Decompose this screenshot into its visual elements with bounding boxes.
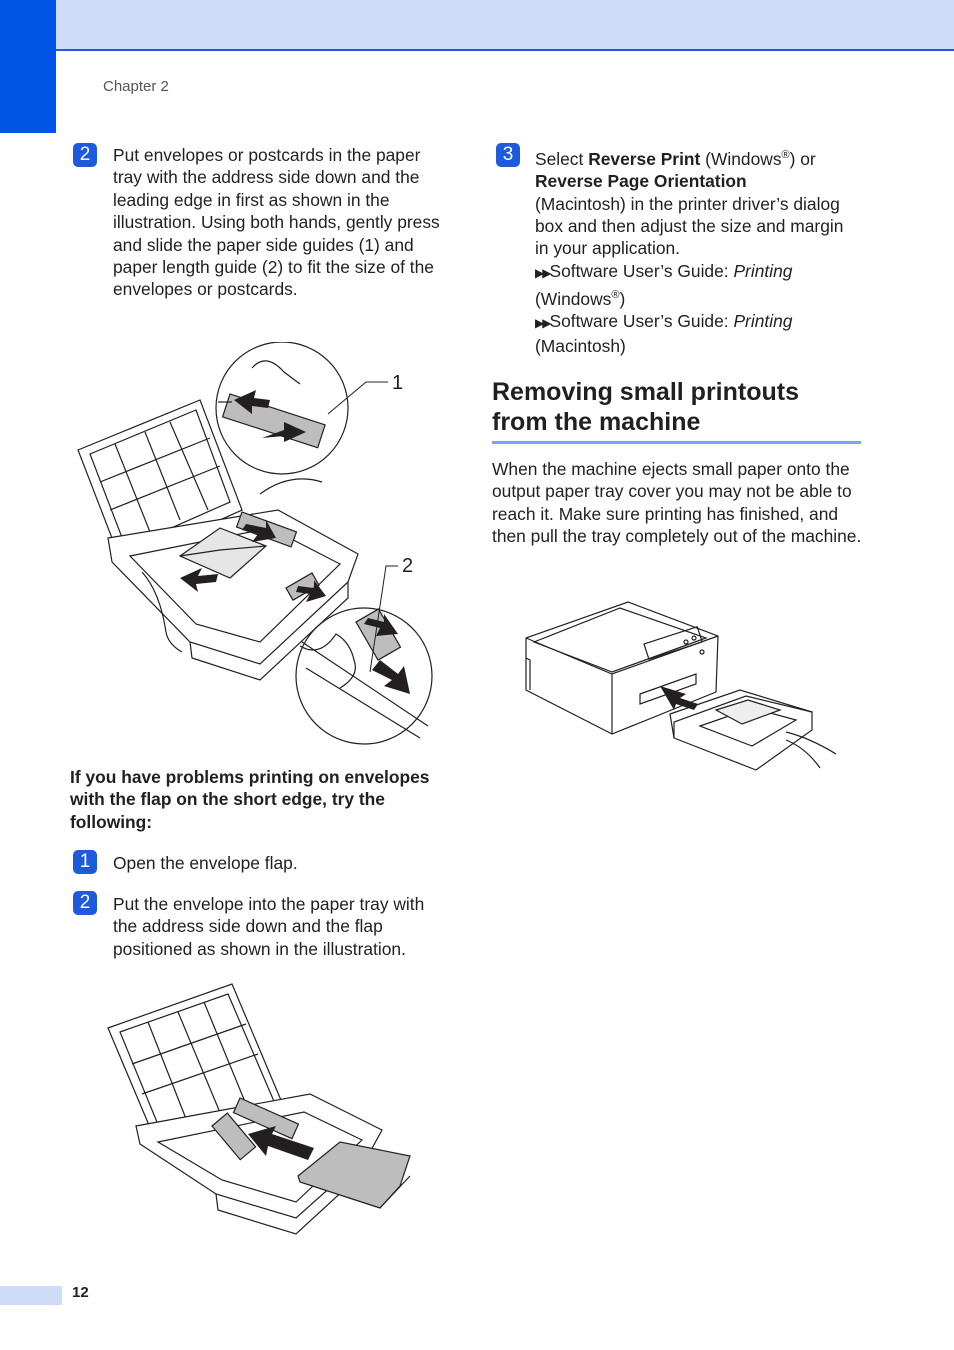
ref-1-registered-mark: ®: [611, 289, 620, 302]
step-badge-3: 3: [496, 143, 520, 167]
ref-2-prefix: Software User’s Guide:: [549, 311, 734, 332]
printer-tray-illustration: [525, 601, 837, 771]
page-number: 12: [72, 1284, 89, 1301]
section-body: When the machine ejects small paper onto…: [492, 459, 862, 547]
chapter-label: Chapter 2: [103, 78, 169, 95]
step-badge-2: 2: [73, 143, 97, 167]
double-arrow-icon: ▶▶: [535, 316, 552, 331]
header-band: [0, 0, 954, 51]
ref-1-close: ): [619, 289, 626, 310]
step-2-text: Put envelopes or postcards in the paper …: [113, 145, 440, 300]
envelope-insert-illustration: [107, 983, 411, 1235]
step-3-select: Select: [535, 148, 584, 169]
step-3-windows: (Windows: [705, 148, 782, 169]
reverse-print-option: Reverse Print: [588, 148, 701, 169]
envelope-problem-note: If you have problems printing on envelop…: [70, 767, 430, 832]
ref-1-italic: Printing: [733, 260, 793, 281]
footer-band: [0, 1286, 62, 1305]
chapter-tab: [0, 0, 56, 133]
section-heading: Removing small printouts from the machin…: [492, 377, 861, 444]
step-badge-2b: 2: [73, 891, 97, 915]
registered-mark: ®: [781, 149, 790, 161]
step-badge-1b: 1: [73, 850, 97, 874]
step-3-text: Select Reverse Print (Windows®) or Rever…: [535, 144, 861, 357]
callout-2: 2: [402, 555, 413, 577]
step-3-or: ) or: [789, 148, 816, 169]
ref-1-os: (Windows: [535, 289, 612, 310]
callout-1: 1: [392, 372, 403, 394]
ref-2-italic: Printing: [733, 311, 793, 332]
ref-2-os: (Macintosh): [535, 335, 626, 356]
open-flap-text: Open the envelope flap.: [113, 853, 298, 873]
put-envelope-text: Put the envelope into the paper tray wit…: [113, 894, 425, 959]
double-arrow-icon: ▶▶: [535, 265, 552, 280]
envelope-tray-illustration: 1 2: [77, 342, 433, 745]
ref-1-prefix: Software User’s Guide:: [549, 260, 734, 281]
reverse-page-orientation-option: Reverse Page Orientation: [535, 171, 747, 192]
step-3-rest: (Macintosh) in the printer driver’s dial…: [535, 193, 844, 259]
